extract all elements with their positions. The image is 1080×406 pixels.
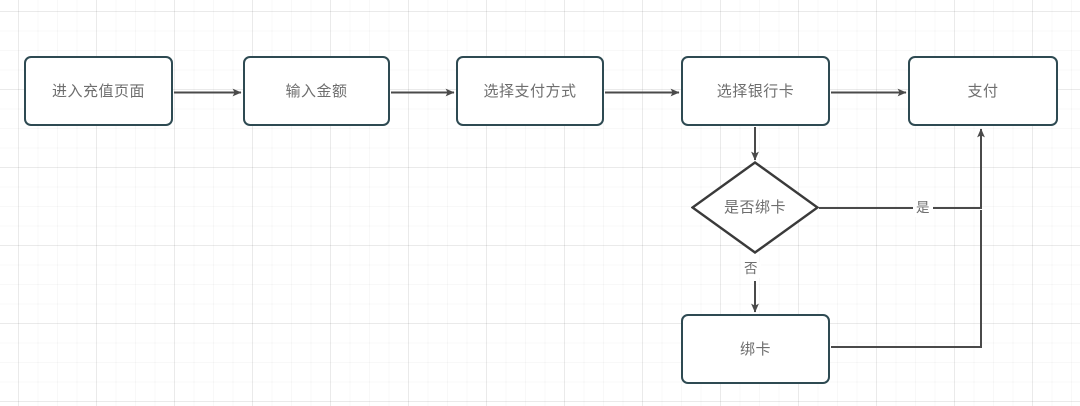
node-is-card-bound[interactable]: 是否绑卡 [691, 161, 819, 254]
node-enter-recharge-page[interactable]: 进入充值页面 [24, 56, 173, 126]
edge-label-no: 否 [741, 262, 761, 278]
node-label: 选择银行卡 [716, 81, 795, 100]
diamond-shape [691, 161, 819, 254]
node-label: 绑卡 [739, 339, 771, 358]
node-bind-card[interactable]: 绑卡 [681, 314, 830, 384]
edge-label-text: 是 [916, 200, 930, 216]
node-label: 是否绑卡 [723, 198, 786, 216]
node-input-amount[interactable]: 输入金额 [243, 56, 390, 126]
edge-decision-yes-to-pay [819, 128, 985, 209]
edge-label-yes: 是 [913, 201, 933, 217]
edge-bind-to-pay [831, 210, 982, 348]
node-label: 选择支付方式 [483, 81, 577, 100]
node-pay[interactable]: 支付 [908, 56, 1058, 126]
node-select-pay-method[interactable]: 选择支付方式 [456, 56, 604, 126]
node-label: 支付 [967, 81, 999, 100]
node-label: 输入金额 [285, 81, 348, 100]
node-select-bank-card[interactable]: 选择银行卡 [681, 56, 830, 126]
node-label: 进入充值页面 [51, 81, 145, 100]
edge-label-text: 否 [744, 261, 758, 277]
